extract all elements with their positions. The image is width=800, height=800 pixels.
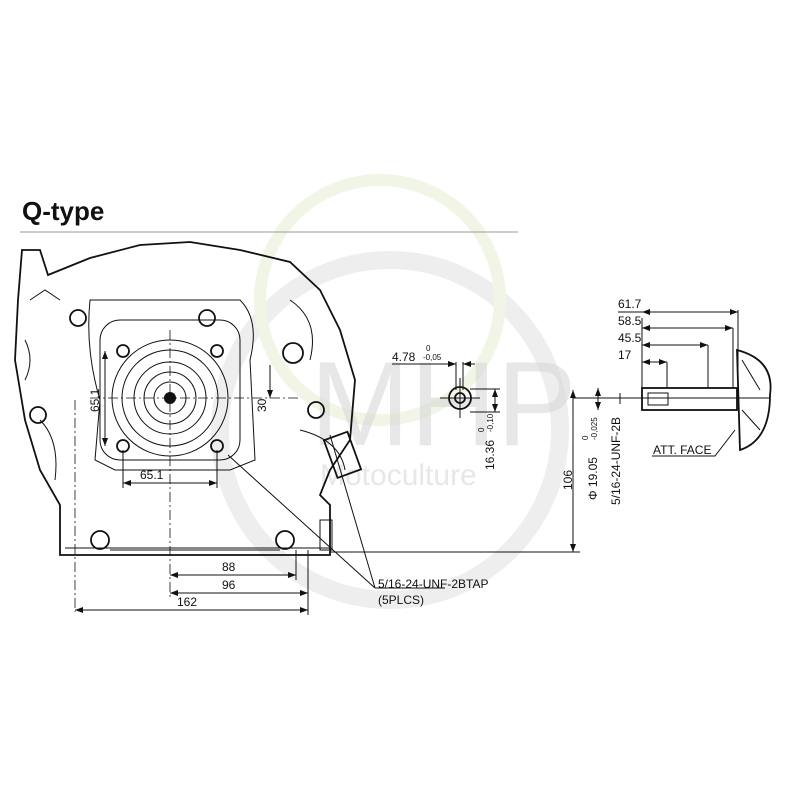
dim-height-106: 106 xyxy=(561,470,575,490)
key-depth-tol-lower: -0,10 xyxy=(486,413,495,432)
att-face-label: ATT. FACE xyxy=(653,443,711,457)
keyway-detail: 4.78 0 -0,05 16.36 0 -0,10 xyxy=(392,344,500,470)
tap-note: 5/16-24-UNF-2BTAP xyxy=(378,577,488,591)
key-depth-tol-upper: 0 xyxy=(477,427,486,432)
shaft-dia-tol-upper: 0 xyxy=(581,435,590,440)
thread-spec: 5/16-24-UNF-2B xyxy=(609,417,623,505)
side-view: 106 Φ 19.05 0 -0,025 5/16-24-UNF-2B 61.7… xyxy=(330,297,772,553)
key-width-tol-upper: 0 xyxy=(426,344,431,353)
shaft-dia-tol-lower: -0,025 xyxy=(590,417,599,440)
dim-length-58-5: 58.5 xyxy=(618,314,642,328)
dim-shaft-diameter: Φ 19.05 xyxy=(586,457,600,500)
dim-shaft-offset: 30 xyxy=(255,398,269,412)
dim-162: 162 xyxy=(177,595,197,609)
mount-bolts xyxy=(29,309,325,550)
key-width-tol-lower: -0,05 xyxy=(423,353,442,362)
dim-88: 88 xyxy=(222,560,236,574)
dim-96: 96 xyxy=(222,578,236,592)
dim-length-61-7: 61.7 xyxy=(618,297,642,311)
shaft-length-dims: 61.7 58.5 45.5 17 xyxy=(618,297,739,388)
page-title: Q-type xyxy=(22,196,104,226)
dim-key-width: 4.78 xyxy=(392,350,416,364)
watermark-brand: MHP xyxy=(310,337,577,471)
dim-length-17: 17 xyxy=(618,348,632,362)
watermark: MHP Motoculture xyxy=(211,174,577,609)
front-dimensions: 65.1 65.1 30 88 96 162 5/16-24-UNF-2BTAP… xyxy=(75,351,488,615)
dim-length-45-5: 45.5 xyxy=(618,331,642,345)
tap-count: (5PLCS) xyxy=(378,593,424,607)
dim-bolt-square-vertical: 65.1 xyxy=(88,388,102,412)
dim-bolt-square-horizontal: 65.1 xyxy=(140,468,164,482)
dim-key-depth: 16.36 xyxy=(483,440,497,470)
